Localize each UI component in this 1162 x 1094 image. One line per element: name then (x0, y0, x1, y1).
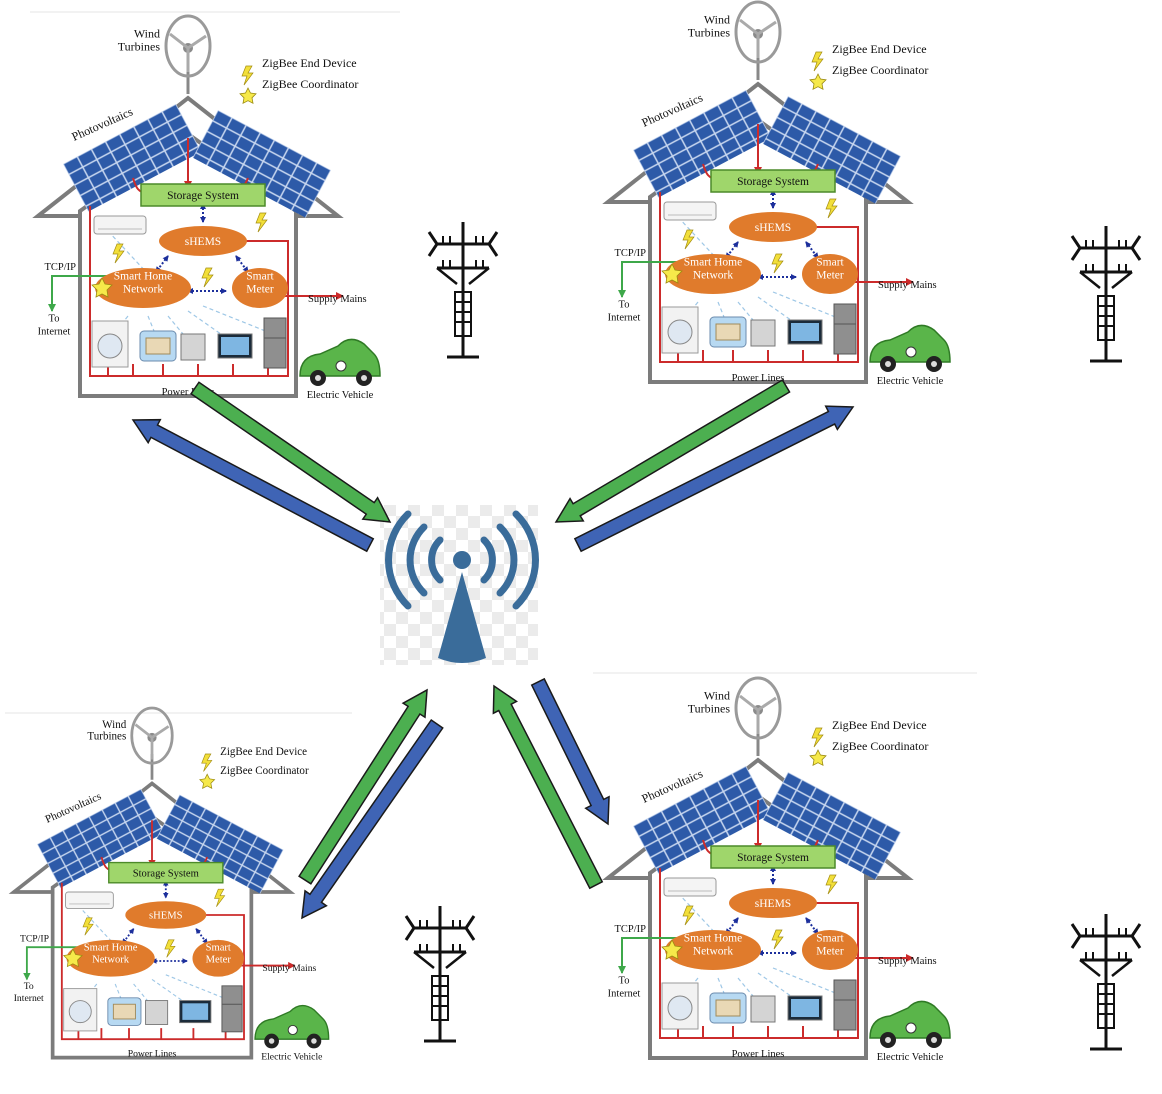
utility-pole-icon (1070, 224, 1142, 363)
wireless-tower-icon (380, 505, 539, 665)
tcp-ip-label: TCP/IP (614, 248, 646, 259)
legend-end-device-label: ZigBee End Device (262, 56, 357, 70)
storage-system-label: Storage System (133, 868, 200, 879)
downlink-arrow-bottom-right (530, 677, 610, 826)
storage-system-label: Storage System (167, 190, 239, 202)
tcp-ip-label: TCP/IP (20, 934, 49, 945)
uplink-arrow-bottom-right (492, 684, 604, 890)
electric-vehicle-label: Electric Vehicle (877, 1052, 944, 1063)
downlink-arrow-top-left (131, 418, 375, 553)
power-lines-label: Power Lines (162, 387, 215, 398)
house-illustration (608, 2, 950, 382)
shems-label: sHEMS (185, 236, 221, 248)
storage-system-label: Storage System (737, 852, 809, 864)
legend-end-device-label: ZigBee End Device (220, 746, 307, 758)
power-lines-label: Power Lines (732, 373, 785, 384)
electric-vehicle-label: Electric Vehicle (261, 1051, 322, 1062)
electric-vehicle-label: Electric Vehicle (877, 376, 944, 387)
uplink-arrow-top-left (189, 381, 392, 523)
legend-end-device-label: ZigBee End Device (832, 718, 927, 732)
utility-pole-icon (404, 904, 476, 1043)
electric-vehicle-label: Electric Vehicle (307, 390, 374, 401)
house-illustration (608, 678, 950, 1058)
uplink-arrow-bottom-left (298, 688, 428, 885)
storage-system-label: Storage System (737, 176, 809, 188)
utility-pole-icon (1070, 912, 1142, 1051)
supply-mains-label: Supply Mains (262, 963, 316, 974)
legend-coordinator-label: ZigBee Coordinator (262, 77, 358, 91)
shems-label: sHEMS (149, 911, 183, 922)
house-illustration (38, 16, 380, 396)
supply-mains-label: Supply Mains (308, 294, 367, 305)
supply-mains-label: Supply Mains (878, 956, 937, 967)
supply-mains-label: Supply Mains (878, 280, 937, 291)
power-lines-label: Power Lines (128, 1049, 177, 1060)
uplink-arrow-top-right (554, 378, 791, 523)
legend-coordinator-label: ZigBee Coordinator (832, 63, 928, 77)
tcp-ip-label: TCP/IP (614, 924, 646, 935)
communication-arrows (131, 378, 855, 920)
legend-coordinator-label: ZigBee Coordinator (220, 765, 309, 777)
utility-pole-icon (427, 220, 499, 359)
downlink-arrow-bottom-left (301, 718, 444, 920)
legend-coordinator-label: ZigBee Coordinator (832, 739, 928, 753)
legend-end-device-label: ZigBee End Device (832, 42, 927, 56)
power-lines-label: Power Lines (732, 1049, 785, 1060)
tcp-ip-label: TCP/IP (44, 262, 76, 273)
shems-label: sHEMS (755, 222, 791, 234)
downlink-arrow-top-right (573, 405, 855, 553)
shems-label: sHEMS (755, 898, 791, 910)
house-illustration (14, 708, 329, 1058)
